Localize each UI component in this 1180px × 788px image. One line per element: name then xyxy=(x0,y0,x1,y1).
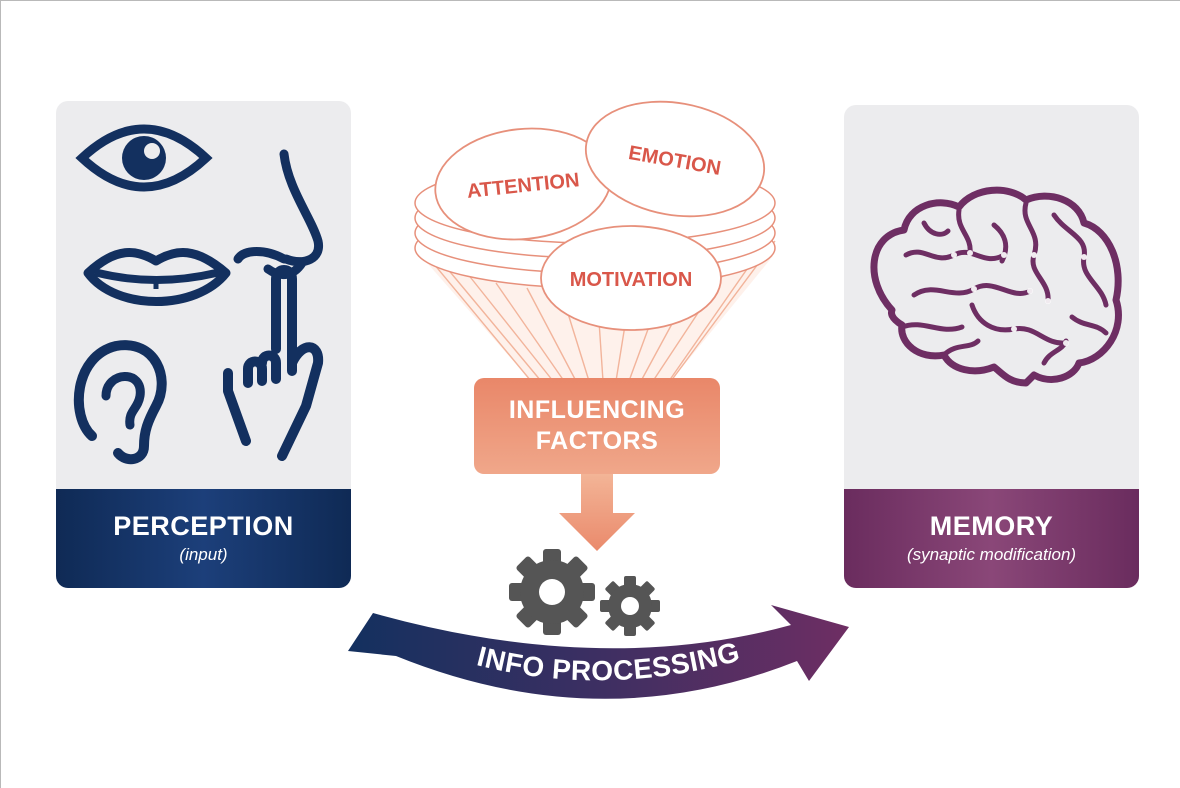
perception-subtitle: (input) xyxy=(179,545,228,565)
memory-icons xyxy=(870,186,1122,387)
factor-motivation-label: MOTIVATION xyxy=(570,269,693,291)
gear-large-icon xyxy=(509,549,595,635)
memory-title: MEMORY xyxy=(929,510,1054,541)
down-arrow xyxy=(559,473,635,551)
info-processing-arrow: INFO PROCESSING xyxy=(348,605,849,699)
influencing-factors-line1: INFLUENCING xyxy=(508,395,686,424)
ear-icon xyxy=(73,340,167,465)
pointing-hand-icon xyxy=(223,265,324,461)
perception-panel: PERCEPTION (input) xyxy=(56,101,351,588)
eye-icon xyxy=(75,124,213,192)
factor-attention: ATTENTION xyxy=(434,127,612,241)
perception-title: PERCEPTION xyxy=(113,510,294,541)
memory-panel: MEMORY (synaptic modification) xyxy=(844,105,1139,588)
factor-motivation: MOTIVATION xyxy=(540,225,722,331)
brain-icon xyxy=(870,186,1122,387)
perception-footer: PERCEPTION (input) xyxy=(56,489,351,588)
factor-emotion: EMOTION xyxy=(584,100,766,218)
lips-icon xyxy=(83,248,231,306)
gear-small-icon xyxy=(600,576,660,636)
influencing-factors-line2: FACTORS xyxy=(535,427,659,455)
influencing-factors-box: INFLUENCING FACTORS xyxy=(474,378,720,474)
memory-footer: MEMORY (synaptic modification) xyxy=(844,489,1139,588)
memory-subtitle: (synaptic modification) xyxy=(906,545,1077,565)
perception-icons xyxy=(73,124,324,465)
